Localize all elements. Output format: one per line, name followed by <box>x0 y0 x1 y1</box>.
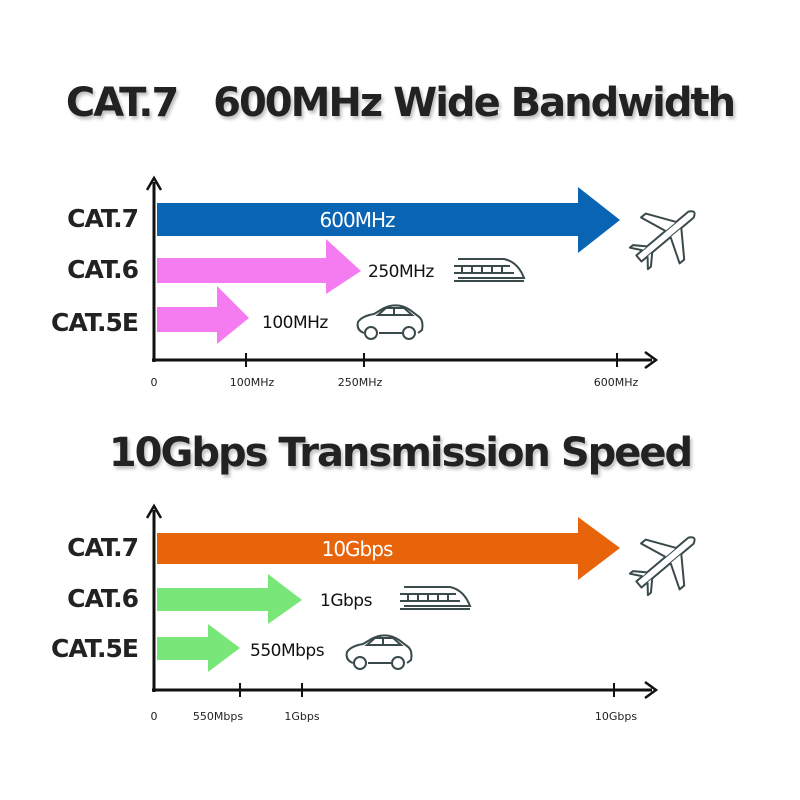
airplane-icon <box>628 536 696 597</box>
bar-label-cat7: 10Gbps <box>322 537 393 561</box>
speed-chart: CAT.7 CAT.6 CAT.5E 10Gbps 1Gbps 550Mbps <box>0 500 800 730</box>
tick-label: 250MHz <box>338 376 383 389</box>
row-label-cat5e: CAT.5E <box>51 634 139 663</box>
bar-cat7 <box>157 187 620 253</box>
bar-cat5e <box>157 624 240 672</box>
speed-title: 10Gbps Transmission Speed <box>108 430 693 476</box>
car-icon <box>356 304 424 340</box>
train-icon <box>400 586 472 610</box>
value-label-cat5e: 100MHz <box>262 313 328 333</box>
tick-label: 10Gbps <box>595 710 637 723</box>
row-label-cat6: CAT.6 <box>67 255 139 284</box>
bandwidth-plot: 600MHz 250MHz 100MHz <box>145 175 696 389</box>
tick-label: 0 <box>151 710 158 723</box>
bar-cat7 <box>157 517 620 580</box>
row-label-cat6: CAT.6 <box>67 584 139 613</box>
car-icon <box>345 634 413 670</box>
train-icon <box>454 258 526 282</box>
bar-label-cat7: 600MHz <box>320 208 395 232</box>
axes <box>145 503 659 700</box>
tick-label: 100MHz <box>230 376 275 389</box>
speed-plot: 10Gbps 1Gbps 550Mbps <box>145 503 696 723</box>
tick-label: 600MHz <box>594 376 639 389</box>
row-label-cat7: CAT.7 <box>67 204 139 233</box>
airplane-icon <box>628 210 696 271</box>
tick-label: 0 <box>151 376 158 389</box>
row-label-cat5e: CAT.5E <box>51 308 139 337</box>
value-label-cat6: 1Gbps <box>320 591 373 611</box>
bandwidth-chart: CAT.7 CAT.6 CAT.5E 600MHz 250MHz 100MHz <box>0 170 800 400</box>
axes <box>145 175 659 370</box>
tick-label: 1Gbps <box>284 710 319 723</box>
row-label-cat7: CAT.7 <box>67 533 139 562</box>
bar-cat5e <box>157 286 249 344</box>
bar-cat6 <box>157 239 361 294</box>
bar-cat6 <box>157 574 302 624</box>
bandwidth-title: CAT.7 600MHz Wide Bandwidth <box>65 80 736 126</box>
tick-label: 550Mbps <box>193 710 243 723</box>
value-label-cat6: 250MHz <box>368 262 434 282</box>
value-label-cat5e: 550Mbps <box>250 641 325 661</box>
